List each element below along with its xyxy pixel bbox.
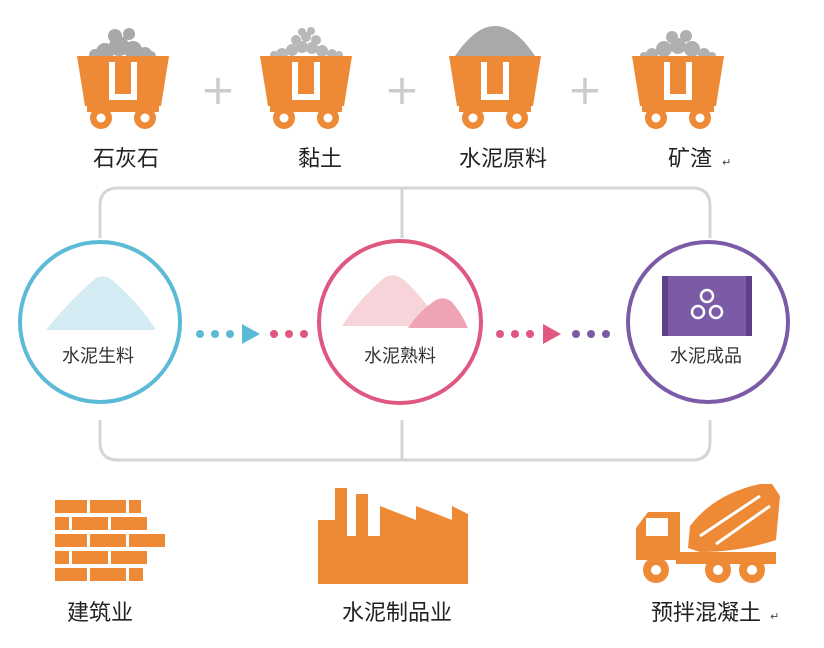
raw-meal-pile-icon — [46, 276, 156, 330]
process-node-clinker: 水泥熟料 — [317, 239, 483, 405]
process-label: 水泥成品 — [670, 346, 742, 367]
plus-sign: + — [384, 65, 419, 114]
mine-cart-icon — [632, 30, 724, 129]
plus-sign: + — [200, 65, 235, 114]
raw-materials-row: + + + 石灰石 黏土 水泥原料 矿渣 ↵ — [77, 26, 731, 172]
connector-lines — [98, 186, 712, 462]
factory-icon — [318, 488, 468, 584]
process-row: 水泥生料 水泥熟料 — [18, 239, 790, 405]
raw-material-label: 石灰石 — [93, 147, 159, 172]
process-label: 水泥熟料 — [364, 346, 436, 367]
mine-cart-icon — [449, 26, 541, 129]
process-node-finished-cement: 水泥成品 — [626, 240, 790, 404]
raw-material-label: 水泥原料 — [459, 147, 547, 172]
paragraph-mark: ↵ — [722, 156, 731, 169]
applications-row: 建筑业 水泥制品业 预拌混凝土 ↵ — [55, 484, 780, 626]
mine-cart-icon — [260, 27, 352, 129]
raw-material-label: 矿渣 — [668, 147, 712, 172]
raw-material-label: 黏土 — [298, 147, 342, 172]
mine-cart-icon — [77, 28, 169, 129]
plus-sign: + — [567, 65, 602, 114]
cement-bag-icon — [662, 276, 752, 336]
clinker-pile-icon — [342, 275, 468, 328]
bottom-bracket — [98, 420, 712, 462]
top-bracket — [98, 186, 712, 238]
paragraph-mark: ↵ — [770, 610, 779, 623]
application-label: 建筑业 — [67, 601, 133, 626]
process-node-raw-meal: 水泥生料 — [18, 240, 182, 404]
concrete-mixer-truck-icon — [636, 484, 780, 583]
process-label: 水泥生料 — [62, 346, 134, 367]
flow-arrow — [196, 324, 308, 344]
application-label: 水泥制品业 — [342, 601, 452, 626]
application-label: 预拌混凝土 — [651, 601, 761, 626]
brick-wall-icon — [55, 500, 165, 581]
flow-arrow — [496, 324, 610, 344]
